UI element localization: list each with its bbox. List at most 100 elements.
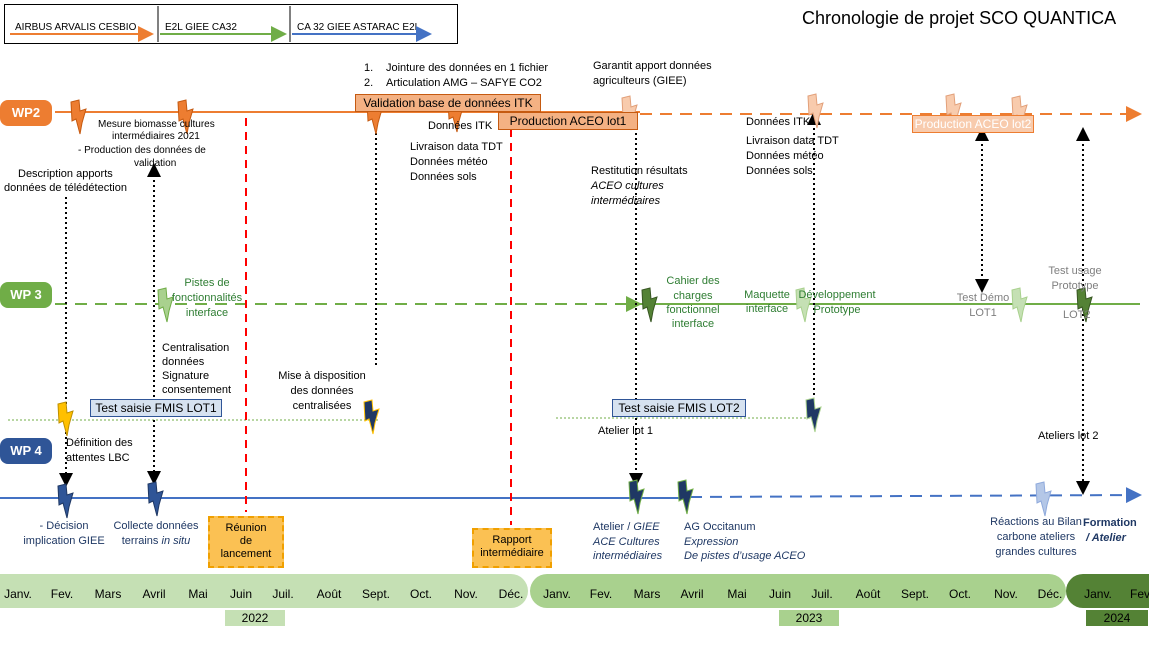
donnees-itk-text: Données ITK [746, 116, 811, 128]
livraison-text: Données sols [746, 165, 813, 177]
production-donnees-text: - Production des données de [78, 145, 206, 156]
lightning-icon [807, 93, 824, 129]
definition-text: Définition des [66, 437, 133, 449]
lightning-icon [805, 397, 822, 433]
ag-text: De pistes d’usage ACEO [684, 550, 806, 562]
test-demo-text: Test Démo [956, 292, 1010, 304]
test-saisie-lot2-box: Test saisie FMIS LOT2 [612, 399, 746, 417]
garantit-text: Garantit apport données [593, 60, 712, 72]
lightning-icon [795, 287, 812, 323]
pistes-text: Pistes de [184, 277, 230, 289]
month-label: Nov. [994, 587, 1018, 601]
aceo-cultures-text: intermédiaires [591, 195, 661, 207]
list-item-articulation: Articulation AMG – SAFYE CO2 [386, 77, 542, 89]
page-title: Chronologie de projet SCO QUANTICA [802, 8, 1117, 28]
livraison-text: Données sols [410, 171, 477, 183]
atelier-giee-text: ACE Cultures [593, 536, 660, 548]
cahier-text: fonctionnel [666, 304, 720, 316]
decision-text: implication GIEE [23, 535, 105, 547]
production-lot2-box: Production ACEO lot2 [912, 115, 1034, 133]
lightning-icon [1035, 481, 1052, 517]
maquette-text: interface [745, 303, 789, 315]
pistes-text: interface [185, 307, 229, 319]
timeline-2024 [1066, 574, 1149, 608]
month-label: Mars [94, 587, 122, 601]
formation-text: Formation [1083, 517, 1137, 529]
list-number: 1. [364, 62, 374, 74]
developpement-text: Développement [798, 289, 876, 301]
reactions-text: Réactions au Bilan [990, 516, 1082, 528]
developpement-text: Prototype [813, 304, 861, 316]
livraison-text: Livraison data TDT [410, 141, 503, 153]
test-usage-text: Prototype [1051, 280, 1099, 292]
cahier-text: Cahier des [666, 275, 720, 287]
month-label: Mars [633, 587, 661, 601]
month-label: Nov. [454, 587, 478, 601]
centralisation-text: Signature [162, 370, 210, 382]
month-label: Oct. [948, 587, 971, 601]
livraison-text: Données météo [410, 156, 488, 168]
test-usage-text: Test usage [1048, 265, 1102, 277]
lightning-icon [628, 479, 645, 515]
lightning-icon [177, 99, 194, 135]
reactions-text: carbone ateliers [996, 531, 1076, 543]
description-text: données de télédétection [4, 182, 127, 194]
atelier-lot1-text: Atelier lot 1 [598, 425, 654, 437]
rapport-milestone: Rapport intermédiaire [472, 528, 552, 568]
test-saisie-lot1-box: Test saisie FMIS LOT1 [90, 399, 222, 417]
test-demo-text: LOT1 [969, 307, 997, 319]
lightning-icon [147, 481, 164, 517]
lightning-icon [70, 99, 87, 135]
livraison-text: Livraison data TDT [746, 135, 839, 147]
lightning-icon [363, 399, 380, 435]
reunion-milestone: Réunion de lancement [208, 516, 284, 568]
mise-dispo-text: Mise à disposition [278, 370, 366, 382]
definition-text: attentes LBC [66, 452, 130, 464]
restitution-text: Restitution résultats [591, 165, 688, 177]
month-label: Janv. [543, 587, 571, 601]
mise-dispo-text: centralisées [292, 400, 352, 412]
aceo-cultures-text: ACEO cultures [591, 180, 664, 192]
atelier-giee-text: intermédiaires [593, 550, 663, 562]
month-label: Juil. [272, 587, 294, 601]
legend-label-airbus: AIRBUS ARVALIS CESBIO [15, 22, 137, 33]
month-label: Déc. [498, 587, 524, 601]
wp2-label: WP2 [0, 100, 52, 126]
month-label: Fev. [589, 587, 613, 601]
timeline-2023 [530, 574, 1066, 608]
month-label: Fev. [50, 587, 74, 601]
list-item-jointure: Jointure des données en 1 fichier [386, 62, 549, 74]
month-label: Juin [768, 587, 791, 601]
lightning-icon [641, 287, 658, 323]
mesure-text: Mesure biomasse cultures [98, 119, 215, 130]
collecte-text: Collecte données [113, 520, 199, 532]
decision-text: - Décision [39, 520, 89, 532]
lightning-icon [57, 401, 74, 437]
month-label: Août [316, 587, 342, 601]
cahier-text: interface [671, 318, 715, 330]
month-label: Déc. [1037, 587, 1063, 601]
pistes-text: fonctionnalités [171, 292, 243, 304]
lot2-text: LOT2 [1063, 309, 1091, 321]
month-label: Sept. [900, 587, 930, 601]
garantit-text: agriculteurs (GIEE) [593, 75, 687, 87]
centralisation-text: consentement [162, 384, 232, 396]
mise-dispo-text: des données [290, 385, 354, 397]
production-lot1-box: Production ACEO lot1 [498, 112, 638, 130]
mesure-text: intermédiaires 2021 [112, 131, 200, 142]
month-label: Juin [229, 587, 252, 601]
month-label: Mai [188, 587, 208, 601]
lightning-icon [1011, 287, 1028, 323]
atelier-giee-text: Atelier / GIEE [593, 521, 660, 533]
month-label: Janv. [1084, 587, 1112, 601]
wp4-label: WP 4 [0, 438, 52, 464]
year-2022: 2022 [225, 610, 285, 626]
wp4-timeline-dashed [689, 487, 1142, 504]
maquette-text: Maquette [744, 289, 790, 301]
collecte-text-line2: terrains in situ [121, 535, 191, 547]
month-label: Oct. [409, 587, 432, 601]
year-2024: 2024 [1086, 610, 1148, 626]
production-donnees-text: validation [134, 158, 177, 169]
month-label: Sept. [361, 587, 391, 601]
